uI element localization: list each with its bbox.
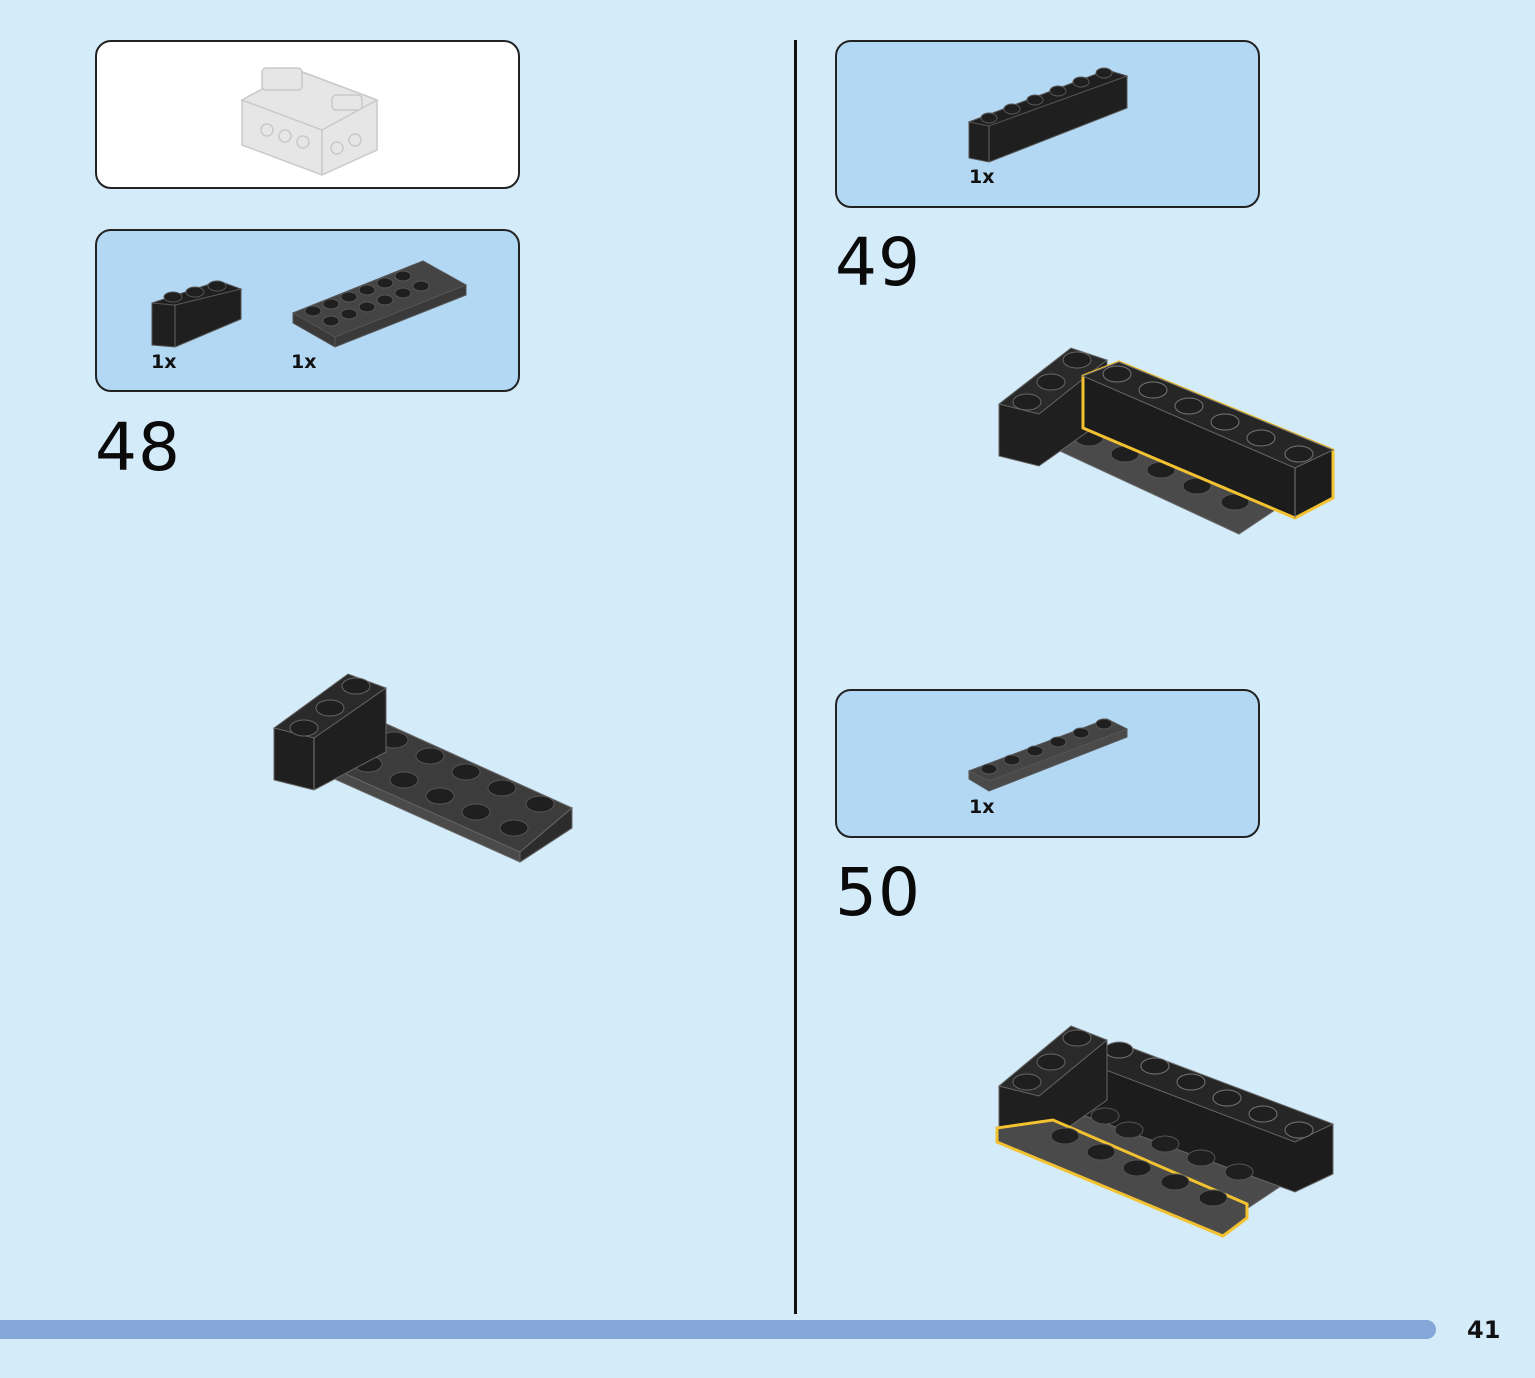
plate-1x6-icon	[967, 718, 1129, 792]
submodel-preview-icon	[240, 67, 379, 176]
step49-assembly-illustration	[997, 347, 1335, 535]
step48-assembly-illustration	[272, 673, 573, 863]
page-number: 41	[1467, 1316, 1501, 1344]
page-divider	[794, 40, 797, 1314]
step-number: 48	[95, 409, 181, 486]
part-qty-label: 1x	[151, 351, 177, 373]
part-qty-label: 1x	[969, 796, 995, 818]
step49-parts-box: 1x	[835, 40, 1260, 208]
brick-1x6-icon	[967, 67, 1129, 163]
submodel-overview-box	[95, 40, 520, 189]
part-qty-label: 1x	[969, 166, 995, 188]
step-number: 50	[835, 854, 921, 931]
step48-parts-box: 1x 1x	[95, 229, 520, 392]
step-number: 49	[835, 224, 921, 301]
progress-bar	[0, 1320, 1436, 1339]
plate-2x6-icon	[291, 260, 468, 348]
part-qty-label: 1x	[291, 351, 317, 373]
brick-1x3-icon	[151, 280, 243, 348]
step50-assembly-illustration	[995, 1025, 1335, 1238]
step50-parts-box: 1x	[835, 689, 1260, 838]
